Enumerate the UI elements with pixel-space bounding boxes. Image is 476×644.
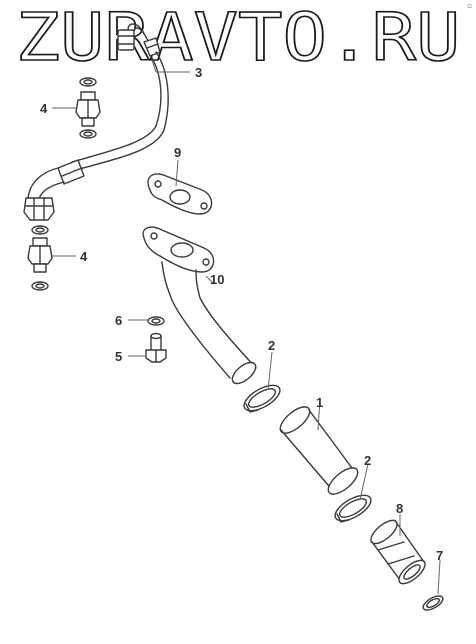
callout-7: 7: [436, 548, 443, 563]
callout-4a: 4: [40, 101, 48, 116]
watermark-text: ZURAVTO.RU: [16, 0, 461, 70]
connector-tube: [370, 519, 426, 585]
watermark: ZURAVTO.RU: [15, 0, 462, 70]
lower-union-fitting: [27, 225, 53, 291]
callout-labels: 3 4 9 4 10 6 5 2 1 2 8 7: [40, 65, 443, 563]
callout-2b: 2: [364, 453, 371, 468]
oil-return-pipe: [142, 226, 257, 385]
flange-gasket: [147, 173, 213, 215]
callout-8: 8: [396, 501, 403, 516]
washer-6: [147, 316, 165, 326]
callout-3: 3: [195, 65, 202, 80]
oil-feed-hose: [23, 23, 169, 221]
rubber-hose: [279, 406, 359, 495]
callout-2a: 2: [268, 338, 275, 353]
upper-hose-clamp: [243, 384, 281, 413]
callout-9: 9: [174, 145, 181, 160]
callout-10: 10: [210, 272, 224, 287]
callout-1: 1: [316, 395, 323, 410]
upper-union-fitting: [75, 77, 101, 139]
bolt-5: [145, 332, 167, 363]
callout-5: 5: [115, 349, 122, 364]
corner-mark: ▫: [467, 2, 472, 10]
callout-6: 6: [115, 313, 122, 328]
callout-4b: 4: [80, 249, 88, 264]
o-ring: [422, 595, 444, 611]
leader-lines: [52, 59, 441, 595]
lower-hose-clamp: [334, 494, 372, 523]
